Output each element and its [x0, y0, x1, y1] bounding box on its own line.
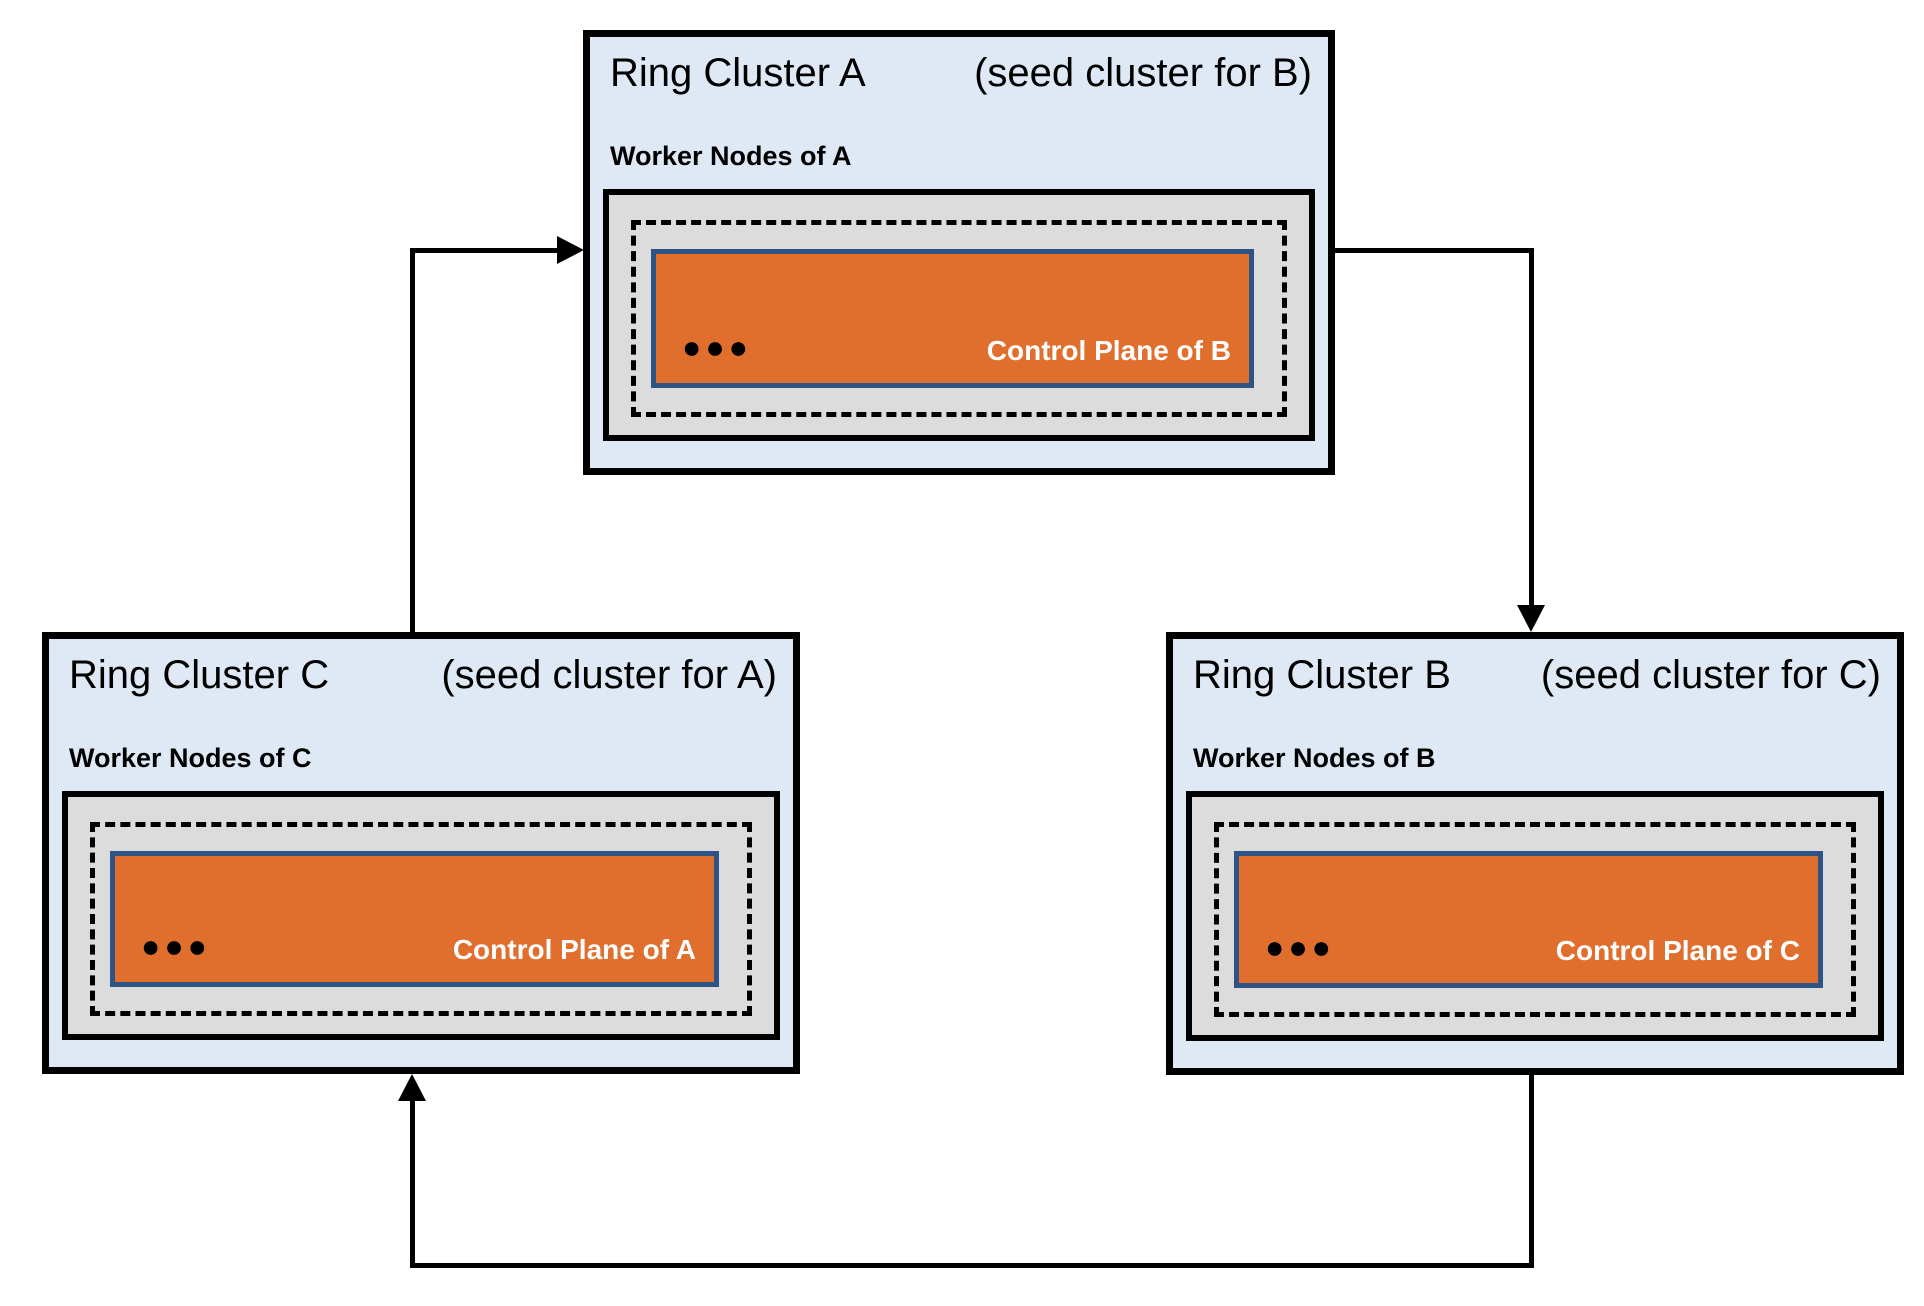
cluster-a-title: Ring Cluster A (seed cluster for B) [610, 49, 1312, 97]
connector-b-to-c-vertical-line-to-c [410, 1098, 415, 1268]
connector-c-to-a-horizontal-line [410, 248, 560, 253]
cluster-c-ellipsis-dots: ●●● [141, 928, 211, 964]
cluster-c-title: Ring Cluster C (seed cluster for A) [69, 651, 777, 699]
cluster-b-worker-nodes-box: ●●● Control Plane of C [1186, 791, 1884, 1041]
arrowhead-into-cluster-b-icon [1517, 605, 1545, 632]
cluster-b-ellipsis-dots: ●●● [1265, 929, 1335, 965]
connector-b-to-c-vertical-line-from-b [1529, 1075, 1534, 1268]
cluster-c-worker-nodes-box: ●●● Control Plane of A [62, 791, 780, 1040]
cluster-b-seed-note: (seed cluster for C) [1540, 653, 1881, 697]
cluster-a-control-plane-box: ●●● Control Plane of B [651, 249, 1254, 388]
ring-cluster-c-box: Ring Cluster C (seed cluster for A) Work… [42, 632, 800, 1074]
cluster-a-worker-nodes-label: Worker Nodes of A [610, 141, 852, 171]
cluster-b-dashed-boundary: ●●● Control Plane of C [1214, 822, 1856, 1017]
cluster-b-worker-nodes-label: Worker Nodes of B [1193, 743, 1436, 773]
cluster-c-control-plane-label: Control Plane of A [452, 934, 696, 966]
cluster-c-control-plane-box: ●●● Control Plane of A [110, 851, 719, 987]
cluster-a-name: Ring Cluster A [610, 51, 866, 95]
cluster-c-name: Ring Cluster C [69, 653, 330, 697]
cluster-b-control-plane-box: ●●● Control Plane of C [1234, 851, 1823, 988]
connector-b-to-c-horizontal-line [410, 1263, 1534, 1268]
connector-a-to-b-vertical-line [1529, 248, 1534, 605]
cluster-c-worker-nodes-label: Worker Nodes of C [69, 743, 312, 773]
cluster-b-control-plane-label: Control Plane of C [1555, 935, 1800, 967]
cluster-a-seed-note: (seed cluster for B) [974, 51, 1312, 95]
connector-a-to-b-horizontal-line [1335, 248, 1534, 253]
arrowhead-into-cluster-c-icon [398, 1074, 426, 1101]
cluster-a-control-plane-label: Control Plane of B [986, 335, 1231, 367]
cluster-b-name: Ring Cluster B [1193, 653, 1451, 697]
cluster-a-dashed-boundary: ●●● Control Plane of B [631, 220, 1287, 417]
cluster-a-worker-nodes-box: ●●● Control Plane of B [603, 189, 1315, 441]
cluster-a-ellipsis-dots: ●●● [682, 329, 752, 365]
cluster-b-title: Ring Cluster B (seed cluster for C) [1193, 651, 1881, 699]
connector-c-to-a-vertical-line [410, 248, 415, 632]
cluster-c-dashed-boundary: ●●● Control Plane of A [90, 822, 752, 1016]
arrowhead-into-cluster-a-icon [557, 236, 584, 264]
ring-cluster-a-box: Ring Cluster A (seed cluster for B) Work… [583, 30, 1335, 475]
cluster-c-seed-note: (seed cluster for A) [441, 653, 777, 697]
ring-cluster-b-box: Ring Cluster B (seed cluster for C) Work… [1166, 632, 1904, 1075]
